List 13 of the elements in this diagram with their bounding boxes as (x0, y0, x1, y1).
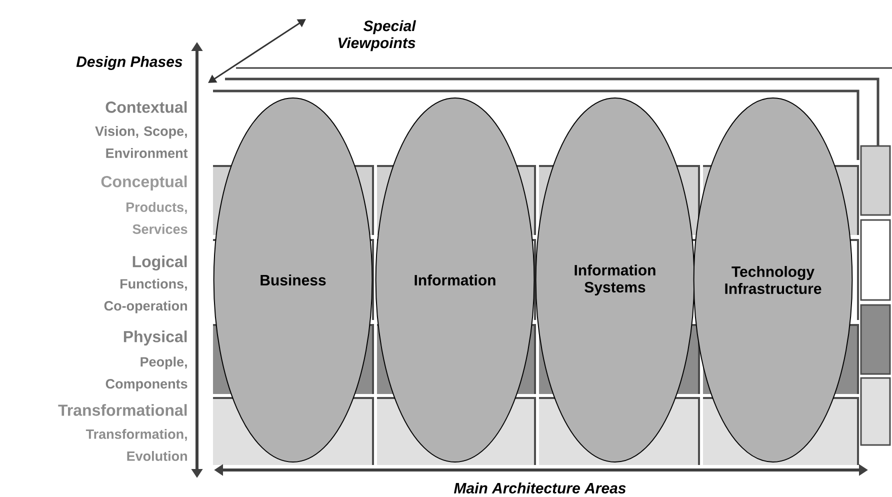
axis-label: Special Viewpoints (338, 20, 416, 52)
phase-description: Functions, Co-operation (104, 278, 187, 314)
phase-heading: Contextual (106, 101, 187, 113)
axis-label: Design Phases (76, 56, 182, 70)
phase-heading: Conceptual (101, 176, 187, 190)
phase-heading: Logical (132, 256, 187, 270)
phase-description: People, Components (106, 356, 188, 392)
phase-heading: Transformational (58, 404, 187, 416)
phase-description: Products, Services (126, 202, 188, 234)
phase-description: Transformation, Evolution (86, 429, 187, 461)
axis-label: Main Architecture Areas (454, 482, 626, 494)
phase-heading: Physical (124, 330, 187, 346)
phase-description: Vision, Scope, Environment (95, 126, 188, 158)
